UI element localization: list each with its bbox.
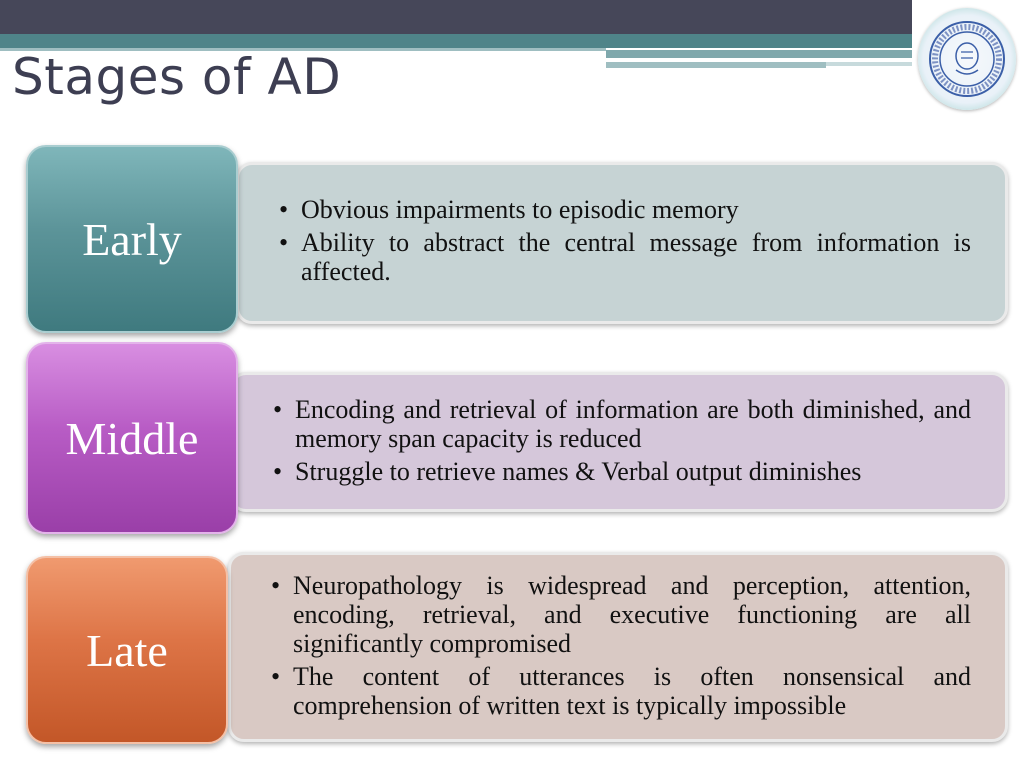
stage-label-text: Middle [65, 412, 199, 464]
institute-logo [918, 8, 1016, 110]
stage-label-text: Late [86, 624, 168, 676]
stage-description-late: Neuropathology is widespread and percept… [228, 552, 1008, 742]
stage-label-early: Early [26, 145, 238, 333]
header-thin-line [0, 48, 606, 51]
bullet-list: Neuropathology is widespread and percept… [271, 571, 971, 724]
header-accent-bar [0, 34, 912, 48]
bullet-list: Obvious impairments to episodic memory A… [279, 195, 971, 290]
bullet-list: Encoding and retrieval of information ar… [273, 395, 971, 490]
bullet-item: Obvious impairments to episodic memory [279, 195, 971, 224]
stage-description-early: Obvious impairments to episodic memory A… [236, 162, 1008, 324]
slide-title: Stages of AD [12, 48, 342, 106]
stage-label-text: Early [82, 213, 182, 265]
bullet-item: Encoding and retrieval of information ar… [273, 395, 971, 453]
header-bar [0, 0, 912, 34]
stage-label-late: Late [26, 556, 228, 744]
header-accent-stripe-small [826, 62, 912, 66]
bullet-item: The content of utterances is often nonse… [271, 662, 971, 720]
seal-icon [929, 21, 1005, 97]
stage-label-middle: Middle [26, 342, 238, 534]
bullet-item: Neuropathology is widespread and percept… [271, 571, 971, 658]
header-accent-stripe [606, 50, 912, 58]
stage-description-middle: Encoding and retrieval of information ar… [230, 372, 1008, 512]
header-accent-stripe-lower [606, 62, 826, 68]
bullet-item: Ability to abstract the central message … [279, 228, 971, 286]
bullet-item: Struggle to retrieve names & Verbal outp… [273, 457, 971, 486]
